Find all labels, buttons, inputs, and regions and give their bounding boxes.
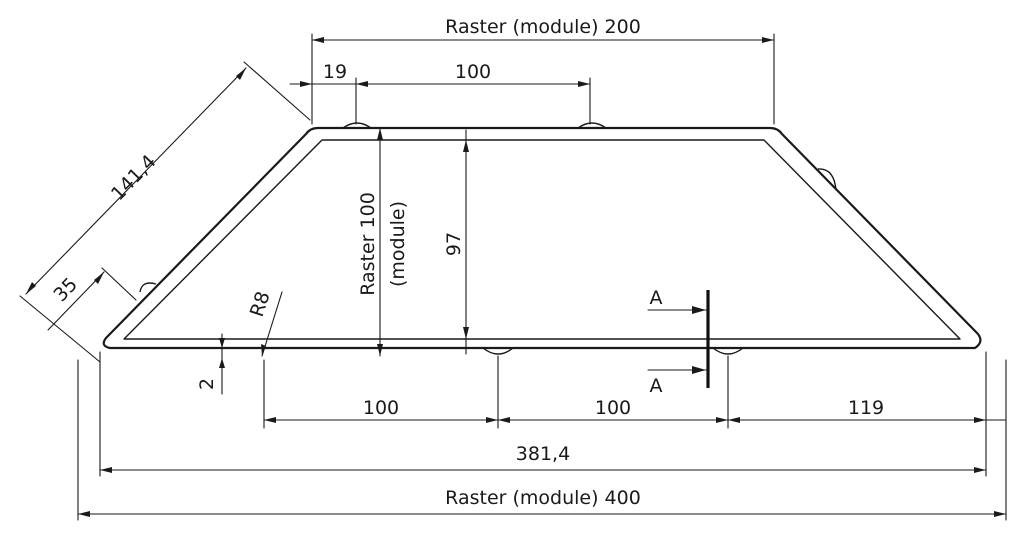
dim-raster-400: Raster (module) 400 [77,359,1007,521]
thickness-label: 2 [196,378,218,390]
profile-shape [102,122,982,355]
bottom-span-2-label: 100 [595,397,631,419]
raster-height-label-2: (module) [387,201,409,287]
bottom-span-1-label: 100 [363,397,399,419]
top-offset-label: 19 [323,61,347,83]
section-mark-top: A [650,287,663,309]
top-spacing-label: 100 [455,61,491,83]
height-inner-label: 97 [443,232,465,256]
dim-thickness: 2 [196,333,225,395]
dim-radius: R8 [246,289,283,357]
slant-length-label: 141,4 [107,151,161,205]
bottom-span-3-label: 119 [848,397,884,419]
section-cut-a: A A [647,287,710,397]
dim-raster-200: Raster (module) 200 [311,16,775,125]
raster-200-label: Raster (module) 200 [445,16,641,38]
dim-bottom-chain: 100 100 119 [263,355,1007,429]
dim-vertical: Raster 100 (module) 97 [357,127,469,357]
dim-top-offsets: 19 100 [289,61,591,125]
slant-offset-label: 35 [49,273,82,306]
raster-400-label: Raster (module) 400 [445,487,641,509]
raster-height-label-1: Raster 100 [357,192,379,296]
bottom-total-label: 381,4 [516,443,570,465]
dim-bottom-total: 381,4 [99,351,987,477]
radius-label: R8 [246,289,275,320]
section-mark-bottom: A [650,375,663,397]
